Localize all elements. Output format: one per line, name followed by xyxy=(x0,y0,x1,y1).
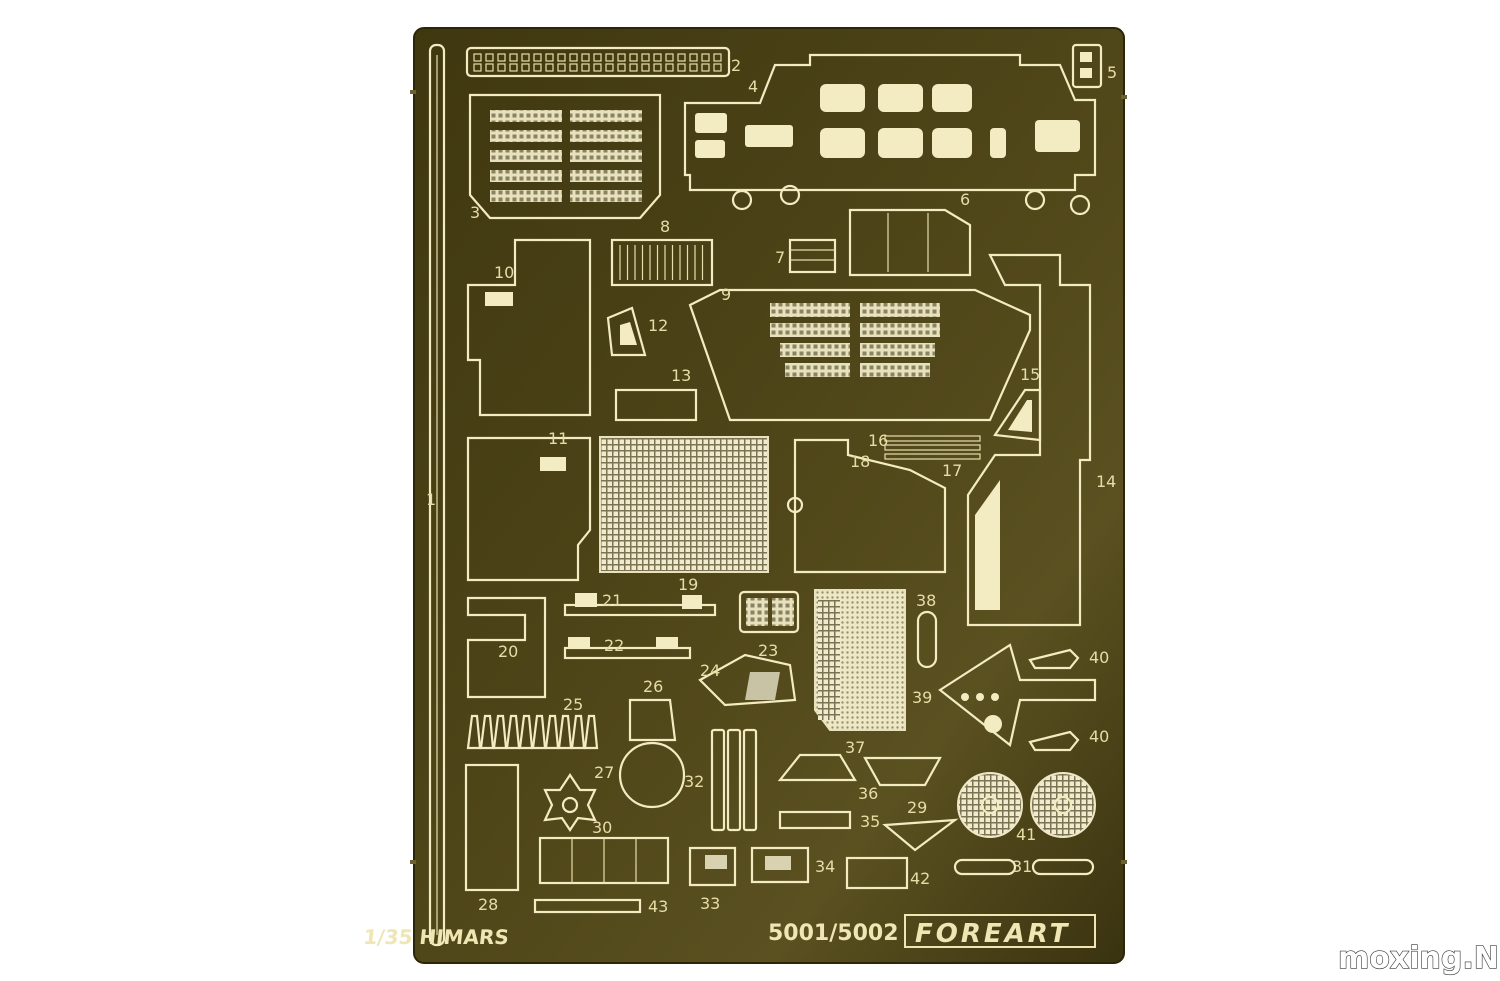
part-number-label: 1 xyxy=(426,490,436,509)
part-number-label: 5 xyxy=(1107,63,1117,82)
part-number-label: 28 xyxy=(478,895,498,914)
part-3-grille xyxy=(468,93,662,220)
part-38 xyxy=(916,610,938,669)
part-number-label: 24 xyxy=(700,661,720,680)
part-number-label: 15 xyxy=(1020,365,1040,384)
part-number-label: 19 xyxy=(678,575,698,594)
part-number-label: 14 xyxy=(1096,472,1116,491)
brand-name: FOREART xyxy=(915,919,1070,949)
part-number-label: 31 xyxy=(1012,857,1032,876)
part-number-label: 23 xyxy=(758,641,778,660)
part-number-label: 12 xyxy=(648,316,668,335)
part-26-32 xyxy=(618,698,686,809)
part-16-17-strips xyxy=(884,435,981,460)
part-1-strip xyxy=(428,43,446,947)
part-7 xyxy=(788,238,837,274)
part-6-panel xyxy=(848,208,972,277)
part-number-label: 42 xyxy=(910,869,930,888)
part-36 xyxy=(777,753,942,787)
part-number-label: 43 xyxy=(648,897,668,916)
part-number-label: 40 xyxy=(1089,648,1109,667)
part-23-grille xyxy=(738,590,800,634)
part-number-label: 4 xyxy=(748,77,758,96)
part-15 xyxy=(993,388,1042,442)
part-11-panel xyxy=(466,436,592,582)
watermark: moxing.NET xyxy=(1338,941,1500,976)
part-number-label: 34 xyxy=(815,857,835,876)
part-number-label: 35 xyxy=(860,812,880,831)
part-24 xyxy=(698,653,797,707)
part-35 xyxy=(778,810,852,830)
part-39 xyxy=(938,643,1097,747)
part-number-label: 21 xyxy=(602,591,622,610)
part-number-label: 40 xyxy=(1089,727,1109,746)
part-number-label: 8 xyxy=(660,217,670,236)
part-number-label: 27 xyxy=(594,763,614,782)
part-18-panel xyxy=(786,438,947,574)
part-number-label: 16 xyxy=(868,431,888,450)
part-30 xyxy=(538,836,670,885)
part-29 xyxy=(882,818,959,852)
part-number-label: 30 xyxy=(592,818,612,837)
part-8 xyxy=(610,238,714,287)
part-number-label: 32 xyxy=(684,772,704,791)
part-32-strips xyxy=(710,728,758,832)
part-number-label: 26 xyxy=(643,677,663,696)
part-number-label: 37 xyxy=(845,738,865,757)
part-number-label: 33 xyxy=(700,894,720,913)
part-42 xyxy=(845,856,909,890)
part-25-tabs xyxy=(466,714,599,750)
part-number-label: 20 xyxy=(498,642,518,661)
part-12 xyxy=(606,306,647,357)
part-2-strip xyxy=(465,46,731,78)
part-number-label: 13 xyxy=(671,366,691,385)
part-41-discs xyxy=(957,772,1096,838)
part-number-label: 11 xyxy=(548,429,568,448)
part-number-label: 6 xyxy=(960,190,970,209)
part-number-label: 36 xyxy=(858,784,878,803)
part-5 xyxy=(1071,43,1103,89)
part-40 xyxy=(1028,648,1080,752)
part-number-label: 7 xyxy=(775,248,785,267)
product-code: 5001/5002 xyxy=(768,921,899,946)
part-13 xyxy=(614,388,698,422)
mesh-sheet xyxy=(599,436,769,573)
part-number-label: 18 xyxy=(850,452,870,471)
part-28 xyxy=(464,763,520,892)
part-37-grating xyxy=(814,589,906,731)
part-number-label: 38 xyxy=(916,591,936,610)
part-20 xyxy=(466,596,547,699)
part-number-label: 9 xyxy=(721,285,731,304)
part-33-34 xyxy=(688,846,810,887)
part-number-label: 41 xyxy=(1016,825,1036,844)
part-number-label: 39 xyxy=(912,688,932,707)
part-31 xyxy=(953,858,1095,876)
part-27-gear xyxy=(543,773,597,832)
part-4-frame xyxy=(683,53,1097,216)
part-number-label: 22 xyxy=(604,636,624,655)
part-number-label: 29 xyxy=(907,798,927,817)
part-10-panel xyxy=(466,238,592,417)
part-14-panel xyxy=(966,253,1092,627)
part-number-label: 10 xyxy=(494,263,514,282)
part-number-label: 3 xyxy=(470,203,480,222)
part-9-grille-panel xyxy=(688,288,1032,422)
part-number-label: 25 xyxy=(563,695,583,714)
brand-logo: FOREART xyxy=(904,914,1096,949)
part-number-label: 2 xyxy=(731,56,741,75)
scale-title: 1/35 HIMARS xyxy=(362,925,510,949)
part-number-label: 17 xyxy=(942,461,962,480)
part-19-21-22 xyxy=(563,593,717,660)
part-43 xyxy=(533,898,642,914)
